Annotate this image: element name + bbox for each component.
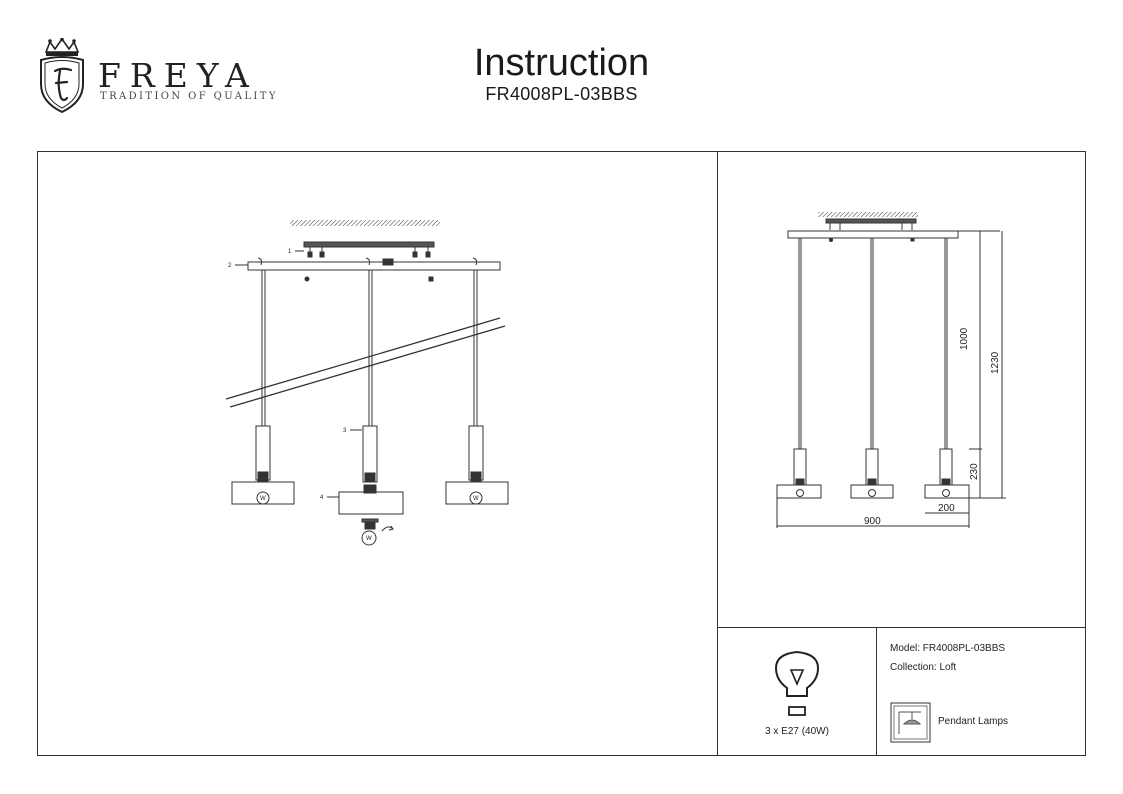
dim-canopy-bar	[787, 230, 959, 239]
center-pendant-shade	[338, 491, 404, 515]
loose-bulb	[361, 530, 377, 546]
bulb-spec-label: 3 x E27 (40W)	[765, 726, 829, 737]
dim-height-shade: 230	[969, 463, 980, 480]
drawing-frame	[37, 151, 1086, 756]
center-pendant-tube	[362, 425, 378, 483]
info-divider-vertical	[876, 627, 878, 756]
bulb-mark-right: W	[473, 496, 479, 502]
callout-3: 3	[343, 428, 347, 434]
panel-divider-vertical	[717, 151, 719, 756]
lamp-bulb-icon	[774, 650, 820, 716]
page-title: Instruction	[473, 42, 650, 84]
assembly-drawing	[225, 220, 509, 546]
ceiling-hatch	[290, 220, 440, 226]
crest-icon	[40, 38, 84, 114]
callout-2: 2	[228, 263, 232, 269]
canopy-screw	[382, 258, 394, 266]
category-label: Pendant Lamps	[938, 716, 1009, 727]
bulb-mark-loose: W	[366, 536, 372, 542]
brand-name: FREYA	[98, 56, 258, 95]
dimension-drawing	[776, 212, 1006, 528]
model-code-subtitle: FR4008PL-03BBS	[485, 84, 638, 104]
callout-4: 4	[320, 495, 324, 501]
brand-tagline: TRADITION OF QUALITY	[100, 91, 278, 102]
dim-width-shade: 200	[938, 503, 955, 514]
callout-1: 1	[288, 249, 292, 255]
dim-height-total: 1230	[990, 351, 1001, 374]
bulb-mark-left: W	[260, 496, 266, 502]
canopy-bar	[247, 261, 501, 271]
collection-line: Collection: Loft	[890, 662, 957, 673]
panel-divider-horizontal	[717, 627, 1086, 629]
dim-width-total: 900	[864, 516, 881, 527]
dim-height-cable: 1000	[959, 327, 970, 350]
model-line: Model: FR4008PL-03BBS	[890, 643, 1006, 654]
mounting-bracket	[303, 241, 435, 258]
pendant-lamp-icon	[890, 702, 931, 743]
